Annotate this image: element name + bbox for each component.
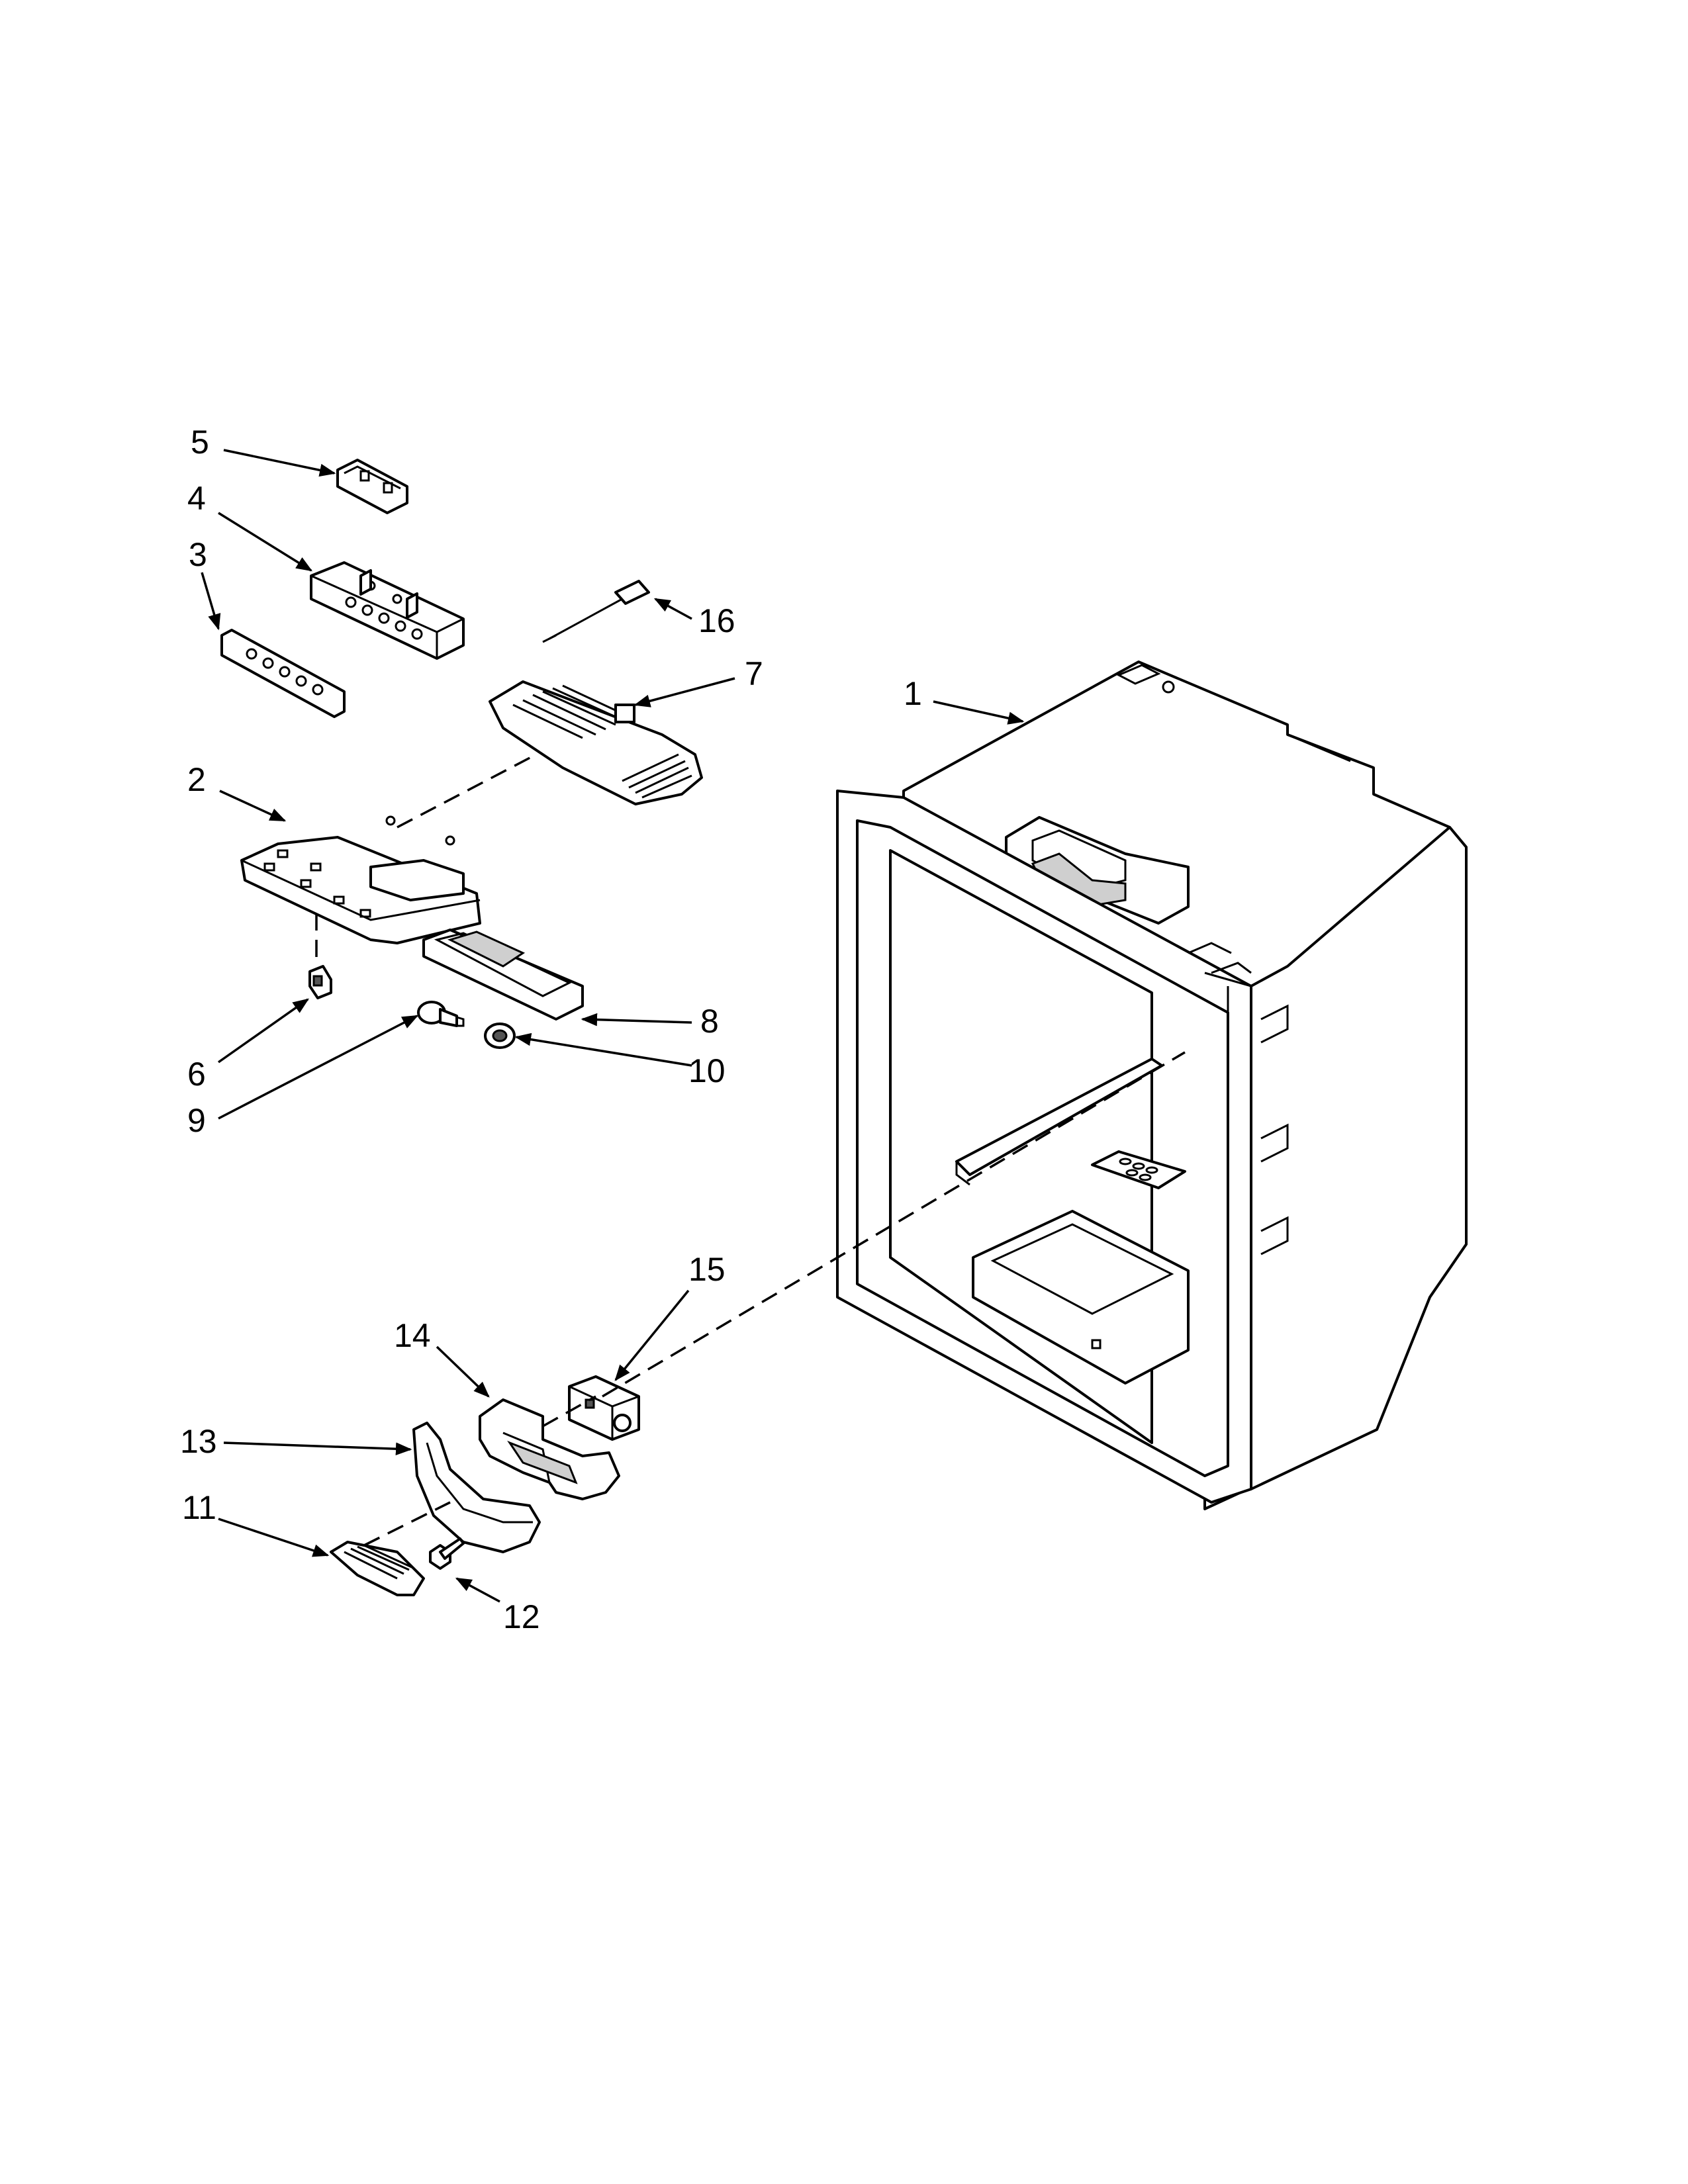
callout-2: 2 <box>187 761 206 798</box>
part-8-light-housing <box>422 929 584 1021</box>
callout-5: 5 <box>191 424 209 461</box>
callout-labels: 1 2 3 4 5 6 7 8 9 10 11 12 13 14 15 16 <box>180 424 922 1635</box>
callout-8: 8 <box>700 1003 719 1040</box>
part-13-handle <box>412 1422 541 1553</box>
callout-1: 1 <box>904 675 922 712</box>
callout-13: 13 <box>180 1423 217 1460</box>
callout-15: 15 <box>688 1251 726 1288</box>
part-6-switch <box>308 965 332 999</box>
callout-6: 6 <box>187 1056 206 1093</box>
part-4-control-housing <box>310 561 465 660</box>
callout-3: 3 <box>189 536 207 573</box>
callout-12: 12 <box>503 1598 540 1635</box>
leader-arrows <box>201 449 1025 1603</box>
callout-9: 9 <box>187 1102 206 1139</box>
callout-10: 10 <box>688 1052 726 1089</box>
part-12-screw <box>429 1537 465 1570</box>
callout-14: 14 <box>394 1317 431 1354</box>
part-3-control-overlay <box>220 629 346 718</box>
part-11-trim <box>330 1541 425 1596</box>
assembly-lines <box>315 753 1186 1547</box>
callout-16: 16 <box>698 602 735 639</box>
part-7-control-cover <box>489 680 703 805</box>
part-15-dispenser-module <box>568 1375 640 1441</box>
part-2-control-bracket <box>240 815 481 944</box>
part-16-sensor <box>542 580 650 643</box>
callout-4: 4 <box>187 480 206 517</box>
part-5-bracket <box>336 459 408 514</box>
callout-11: 11 <box>182 1489 216 1526</box>
callout-7: 7 <box>745 655 763 692</box>
part-1-refrigerator-liner <box>836 660 1468 1510</box>
part-14-handle-mount <box>479 1398 620 1500</box>
part-9-light-bulb <box>417 1001 465 1027</box>
part-10-light-socket <box>484 1023 516 1049</box>
